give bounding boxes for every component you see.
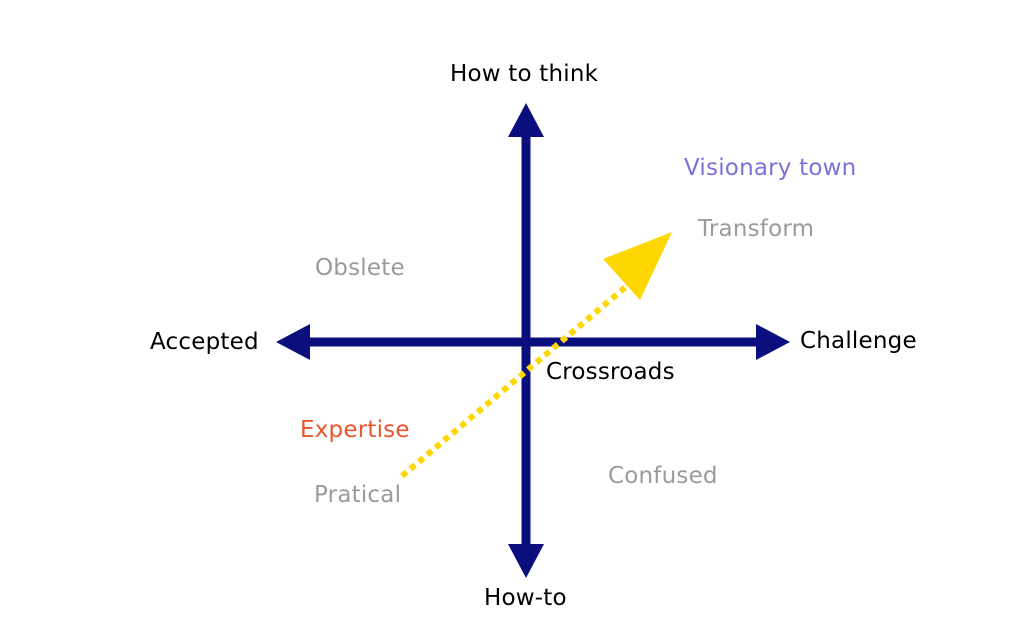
quadrant-label-top-right: Transform — [698, 216, 815, 242]
arrow-up-icon — [508, 103, 544, 137]
arrow-down-icon — [508, 544, 544, 578]
axis-label-right: Challenge — [800, 328, 917, 354]
path-target-label: Visionary town — [684, 155, 857, 181]
path-source-label: Expertise — [300, 417, 410, 443]
path-arrowhead-icon — [603, 232, 672, 300]
axis-label-bottom: How-to — [484, 585, 567, 611]
center-label: Crossroads — [546, 359, 675, 385]
axis-label-top: How to think — [450, 61, 599, 87]
axis-label-left: Accepted — [150, 329, 259, 355]
quadrant-label-bottom-right: Confused — [608, 463, 718, 489]
quadrant-label-bottom-left: Pratical — [314, 482, 402, 508]
arrow-left-icon — [276, 324, 310, 360]
arrow-right-icon — [756, 324, 790, 360]
quadrant-label-top-left: Obslete — [315, 255, 405, 281]
path-dotted-line — [400, 277, 636, 479]
